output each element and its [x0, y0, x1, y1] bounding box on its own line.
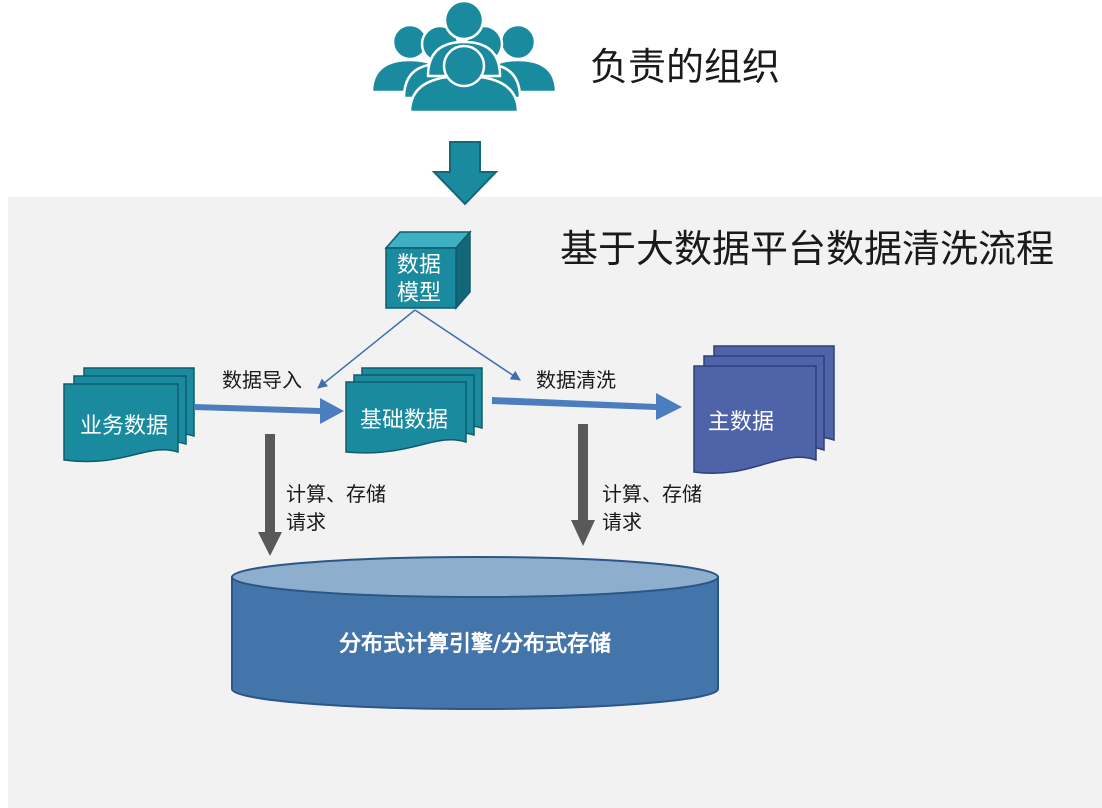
import-arrow [194, 398, 344, 424]
master-data-doc [693, 345, 835, 474]
request-left-line2: 请求 [286, 510, 326, 534]
business-data-label: 业务数据 [80, 414, 169, 439]
request-arrow-left [258, 434, 282, 556]
storage-label: 分布式计算引擎/分布式存储 [338, 632, 612, 657]
cleaning-label: 数据清洗 [536, 368, 616, 392]
master-data-label: 主数据 [708, 410, 775, 435]
responsibility-arrow [431, 141, 499, 206]
base-data-doc [345, 367, 483, 454]
model-to-base-arrow [317, 309, 416, 389]
import-label: 数据导入 [222, 368, 302, 392]
request-label-left: 计算、存储 请求 [286, 480, 386, 536]
business-data-doc [63, 367, 195, 463]
request-left-line1: 计算、存储 [286, 482, 386, 506]
data-model-label-line2: 模型 [396, 281, 441, 306]
request-right-line2: 请求 [602, 510, 642, 534]
data-model-cube [384, 230, 472, 310]
organization-title: 负责的组织 [590, 45, 781, 89]
request-arrow-right [571, 424, 595, 546]
model-to-cleaning-arrow [414, 309, 521, 381]
storage-cylinder [231, 556, 719, 710]
base-data-label: 基础数据 [360, 408, 449, 433]
cleaning-arrow [492, 393, 682, 420]
data-model-label-line1: 数据 [396, 253, 441, 278]
flow-title: 基于大数据平台数据清洗流程 [560, 227, 1055, 271]
request-label-right: 计算、存储 请求 [602, 480, 702, 536]
data-model-label: 数据 模型 [386, 252, 452, 308]
request-right-line1: 计算、存储 [602, 482, 702, 506]
people-group-icon [370, 0, 558, 114]
